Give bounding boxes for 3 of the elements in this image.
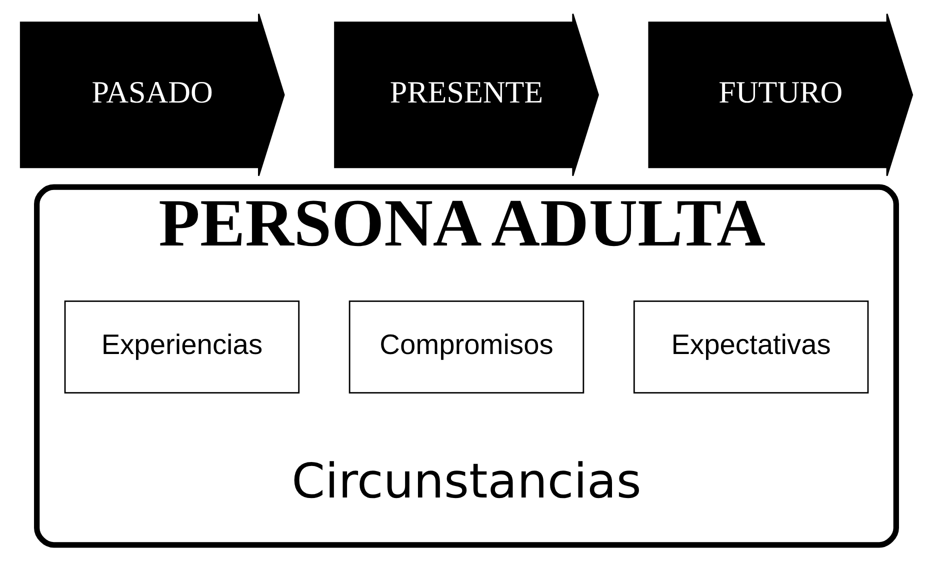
node-box: Experiencias: [64, 300, 300, 394]
node-box: Expectativas: [633, 300, 869, 394]
node-box: Compromisos: [348, 300, 584, 394]
